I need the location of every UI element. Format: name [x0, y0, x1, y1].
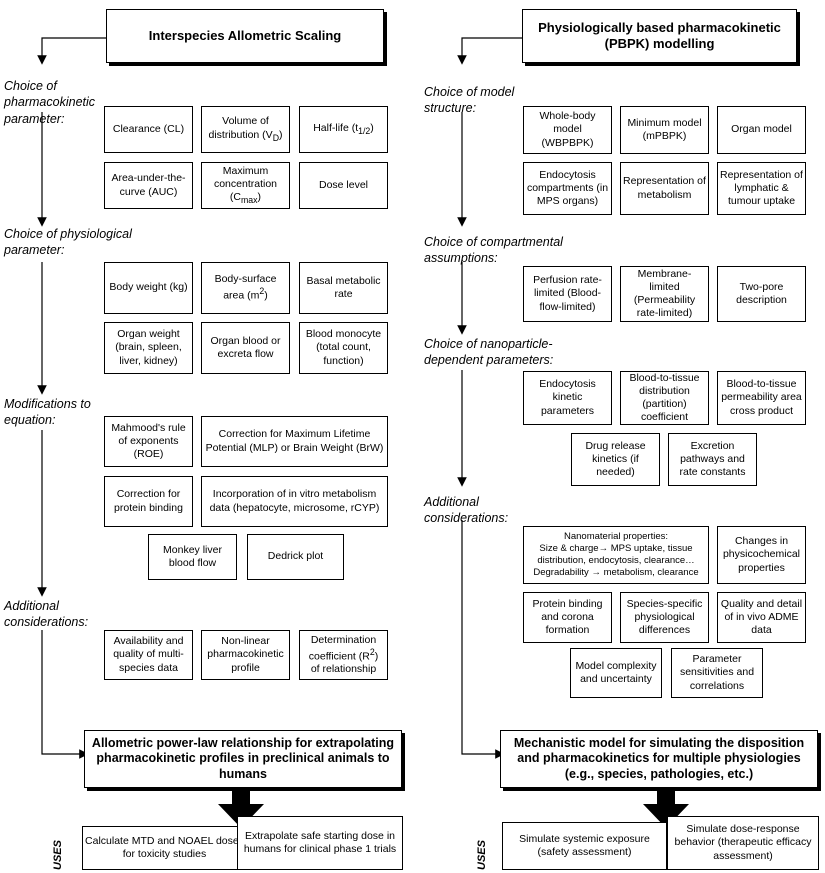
right-header-arrow: [457, 37, 522, 65]
box-organ-blood-flow: Organ blood or excreta flow: [201, 322, 290, 374]
box-organ-weight: Organ weight (brain, spleen, liver, kidn…: [104, 322, 193, 374]
right-arrow-final: [461, 520, 505, 759]
box-mtd-noael: Calculate MTD and NOAEL doses for toxici…: [82, 826, 247, 870]
section-pk-parameter: Choice of pharmacokinetic parameter:: [4, 79, 96, 126]
box-mlp-brw-correction: Correction for Maximum Lifetime Potentia…: [201, 416, 388, 467]
box-dedrick-plot: Dedrick plot: [247, 534, 344, 580]
box-two-pore: Two-pore description: [717, 266, 806, 322]
left-big-arrow: [218, 790, 264, 828]
box-multi-species-data: Availability and quality of multi-specie…: [104, 630, 193, 680]
left-arrow-final: [41, 630, 89, 759]
right-big-arrow: [643, 790, 689, 828]
right-final-box: Mechanistic model for simulating the dis…: [500, 730, 818, 788]
box-parameter-sensitivities: Parameter sensitivities and correlations: [671, 648, 763, 698]
box-endocytosis-kinetic: Endocytosis kinetic parameters: [523, 371, 612, 425]
left-title-box: Interspecies Allometric Scaling: [106, 9, 384, 63]
box-protein-binding-correction: Correction for protein binding: [104, 476, 193, 527]
section-right-additional: Additional considerations:: [424, 495, 509, 526]
box-body-weight: Body weight (kg): [104, 262, 193, 314]
box-nonlinear-pk: Non-linear pharmacokinetic profile: [201, 630, 290, 680]
left-title: Interspecies Allometric Scaling: [148, 27, 342, 43]
box-blood-monocyte: Blood monocyte (total count, function): [299, 322, 388, 374]
section-left-additional: Additional considerations:: [4, 599, 89, 630]
right-title: Physiologically based pharmacokinetic (P…: [538, 19, 781, 51]
right-title-box: Physiologically based pharmacokinetic (P…: [522, 9, 797, 63]
box-drug-release-kinetics: Drug release kinetics (if needed): [571, 433, 660, 486]
box-in-vitro-metabolism: Incorporation of in vitro metabolism dat…: [201, 476, 388, 527]
box-physicochemical-changes: Changes in physicochemical properties: [717, 526, 806, 584]
box-organ-model: Organ model: [717, 106, 806, 154]
box-perfusion-limited: Perfusion rate-limited (Blood-flow-limit…: [523, 266, 612, 322]
box-clearance: Clearance (CL): [104, 106, 193, 153]
box-lymphatic-tumour: Representation of lymphatic & tumour upt…: [717, 162, 806, 215]
left-final-box: Allometric power-law relationship for ex…: [84, 730, 402, 788]
box-auc: Area-under-the-curve (AUC): [104, 162, 193, 209]
box-nanomaterial-properties: Nanomaterial properties:Size & charge→ M…: [523, 526, 709, 584]
box-permeability-area: Blood-to-tissue permeability area cross …: [717, 371, 806, 425]
box-adme-data: Quality and detail of in vivo ADME data: [717, 592, 806, 643]
section-modifications: Modifications to equation:: [4, 397, 91, 428]
box-half-life: Half-life (t1/2): [299, 106, 388, 153]
right-uses-label: USES: [476, 840, 488, 870]
box-safe-starting-dose: Extrapolate safe starting dose in humans…: [237, 816, 403, 870]
box-endocytosis-compartments: Endocytosis compartments (in MPS organs): [523, 162, 612, 215]
box-monkey-liver-blood-flow: Monkey liver blood flow: [148, 534, 237, 580]
section-phys-parameter: Choice of physiological parameter:: [4, 227, 132, 258]
box-dose-level: Dose level: [299, 162, 388, 209]
box-whole-body-model: Whole-body model (WBPBPK): [523, 106, 612, 154]
box-metabolism-representation: Representation of metabolism: [620, 162, 709, 215]
box-minimum-model: Minimum model (mPBPK): [620, 106, 709, 154]
box-basal-metabolic-rate: Basal metabolic rate: [299, 262, 388, 314]
box-species-differences: Species-specific physiological differenc…: [620, 592, 709, 643]
box-systemic-exposure: Simulate systemic exposure (safety asses…: [502, 822, 667, 870]
box-model-complexity: Model complexity and uncertainty: [570, 648, 662, 698]
left-header-arrow: [37, 37, 106, 65]
box-membrane-limited: Membrane-limited (Permeability rate-limi…: [620, 266, 709, 322]
box-mahmood-roe: Mahmood's rule of exponents (ROE): [104, 416, 193, 467]
box-dose-response: Simulate dose-response behavior (therape…: [667, 816, 819, 870]
box-partition-coefficient: Blood-to-tissue distribution (partition)…: [620, 371, 709, 425]
box-protein-corona: Protein binding and corona formation: [523, 592, 612, 643]
section-nano-parameters: Choice of nanoparticle-dependent paramet…: [424, 337, 554, 368]
left-uses-label: USES: [52, 840, 64, 870]
section-compartmental: Choice of compartmental assumptions:: [424, 235, 563, 266]
box-excretion-pathways: Excretion pathways and rate constants: [668, 433, 757, 486]
section-model-structure: Choice of model structure:: [424, 85, 515, 116]
